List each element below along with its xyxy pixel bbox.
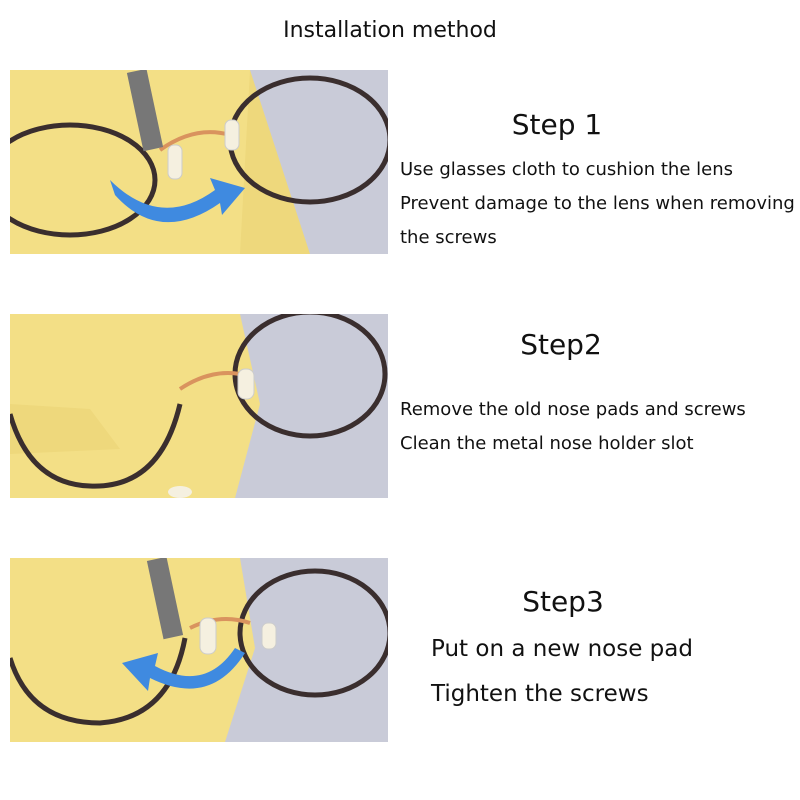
step-3-line: Put on a new nose pad — [431, 636, 693, 662]
step-2-description: Remove the old nose pads and screws Clea… — [400, 393, 746, 461]
step-3-label: Step3 — [522, 585, 604, 618]
screwdriver-icon — [126, 70, 164, 152]
step-1-line: the screws — [400, 227, 497, 248]
step-1-line: Prevent damage to the lens when removing — [400, 193, 795, 214]
curved-arrow-icon — [122, 648, 245, 691]
screwdriver-icon — [146, 558, 184, 640]
step-1-description: Use glasses cloth to cushion the lens Pr… — [400, 153, 795, 255]
step-1-photo — [10, 70, 388, 254]
step-2-label: Step2 — [520, 328, 602, 361]
step-1-line: Use glasses cloth to cushion the lens — [400, 159, 733, 180]
step-3-photo — [10, 558, 388, 742]
curved-arrow-icon — [110, 178, 245, 223]
step-2-line: Remove the old nose pads and screws — [400, 399, 746, 420]
page-title: Installation method — [283, 18, 497, 43]
step-2-line: Clean the metal nose holder slot — [400, 433, 694, 454]
step-1-label: Step 1 — [511, 108, 603, 141]
step-3-description: Put on a new nose pad Tighten the screws — [431, 627, 693, 717]
step-2-photo — [10, 314, 388, 498]
step-3-line: Tighten the screws — [431, 681, 649, 707]
